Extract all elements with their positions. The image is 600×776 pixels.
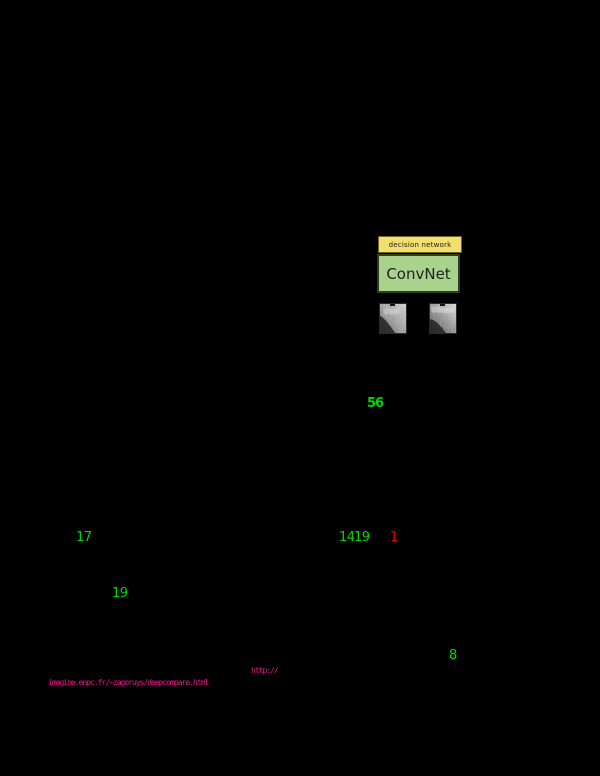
decision-network-label: decision network xyxy=(388,240,452,249)
citation-link[interactable]: 19 xyxy=(354,530,370,545)
citation-link[interactable]: 17 xyxy=(76,530,92,545)
url-link[interactable]: imagine.enpc.fr/~zagoruys/deepcompare.ht… xyxy=(48,678,209,687)
convnet-box: ConvNet xyxy=(377,254,460,293)
image-patch-right-icon xyxy=(429,303,457,334)
citation-link[interactable]: 8 xyxy=(449,648,457,663)
figure-ref-link[interactable]: 1 xyxy=(390,530,399,545)
convnet-label: ConvNet xyxy=(386,264,451,283)
citation-link[interactable]: 19 xyxy=(112,586,128,601)
citation-link[interactable]: 56 xyxy=(367,396,384,411)
image-patch-left-icon xyxy=(379,303,407,334)
decision-network-box: decision network xyxy=(378,236,462,253)
citation-link[interactable]: 14 xyxy=(339,530,355,545)
url-link-prefix[interactable]: http:// xyxy=(251,666,279,675)
